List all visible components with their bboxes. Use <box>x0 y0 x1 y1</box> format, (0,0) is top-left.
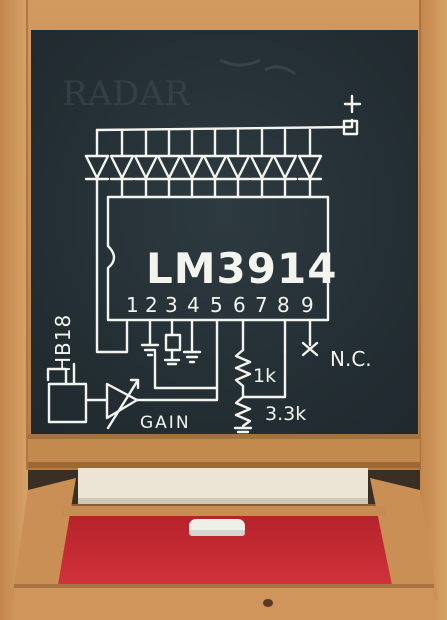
resistor-3k3-label: 3.3k <box>265 403 306 425</box>
chip-label: LM3914 <box>146 244 337 293</box>
pin-number: 9 <box>301 293 314 317</box>
schematic-drawing <box>46 94 362 434</box>
pin-number-row: 1 2 3 4 5 6 7 8 9 <box>126 293 314 317</box>
chalkboard-surface <box>31 30 418 434</box>
resistor-1k-label: 1k <box>253 365 276 387</box>
pin-number: 7 <box>255 293 268 317</box>
right-wood-post <box>420 0 447 620</box>
pin-number: 2 <box>145 293 158 317</box>
left-wood-post <box>0 0 28 620</box>
sensor-label: HB18 <box>51 314 75 372</box>
pin-number: 1 <box>126 293 139 317</box>
pin-number: 8 <box>277 293 290 317</box>
red-tray-liner <box>45 512 400 585</box>
pin-number: 5 <box>210 293 223 317</box>
pin-number: 4 <box>187 293 200 317</box>
pin-number: 3 <box>165 293 178 317</box>
svg-text:RADAR: RADAR <box>62 74 191 114</box>
drawer-knob[interactable] <box>263 599 273 607</box>
gain-label: GAIN <box>140 413 191 433</box>
drawer-front[interactable] <box>14 584 434 620</box>
no-connect-label: N.C. <box>330 347 372 371</box>
pin-number: 6 <box>233 293 246 317</box>
